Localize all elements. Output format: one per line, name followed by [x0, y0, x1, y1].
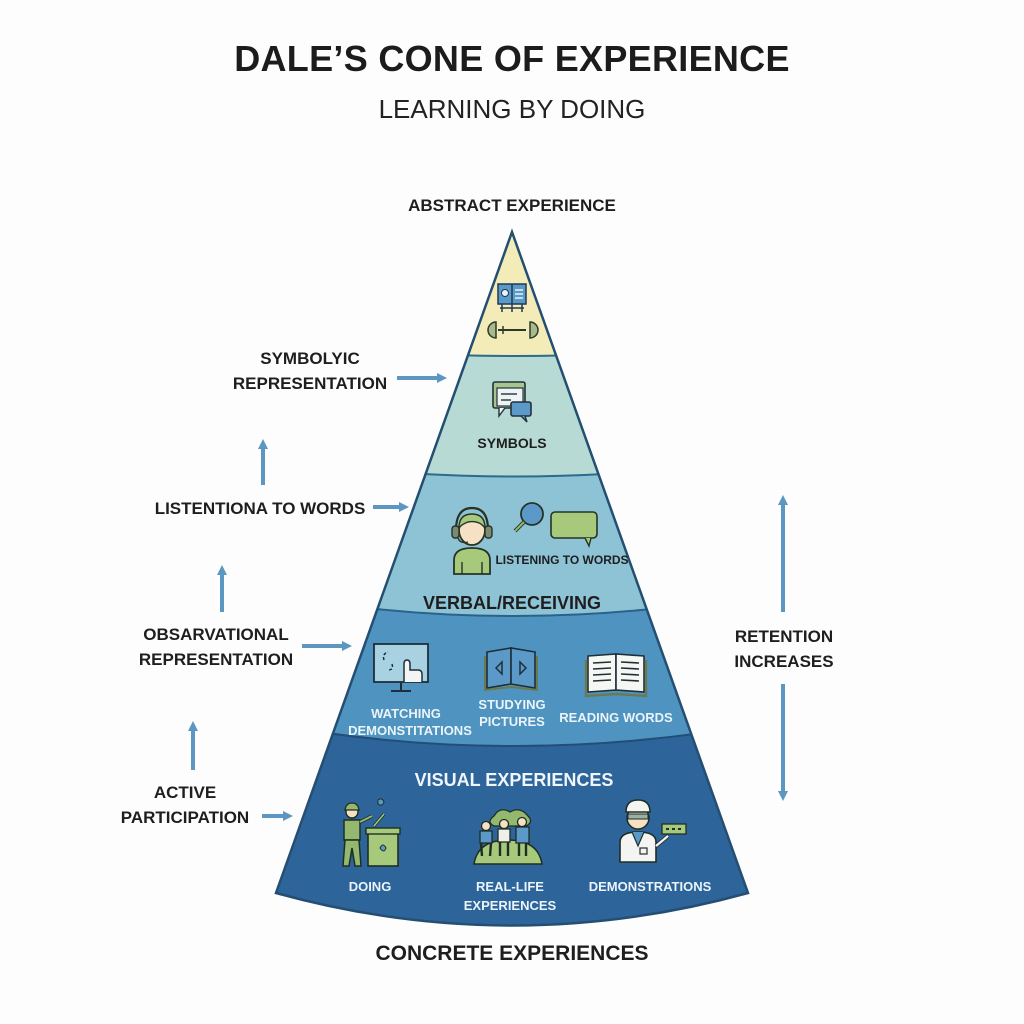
- scientist-icon: [619, 799, 687, 863]
- label-line: SYMBOLYIC: [260, 349, 360, 368]
- label-line: INCREASES: [734, 652, 834, 671]
- studying-pictures-label-2: PICTURES: [479, 714, 545, 729]
- connector-icon: [487, 321, 539, 339]
- worker-recycling-icon: [342, 798, 401, 867]
- verbal-receiving-heading: VERBAL/RECEIVING: [423, 593, 601, 613]
- concrete-experiences-label: CONCRETE EXPERIENCES: [375, 942, 649, 965]
- magnifier-icon: [513, 502, 544, 533]
- retention-increases-label: RETENTION INCREASES: [714, 624, 854, 674]
- symbolic-representation-label: SYMBOLYIC REPRESENTATION: [210, 346, 410, 396]
- group-outdoors-icon: [473, 809, 543, 865]
- chat-window-icon: [492, 381, 532, 423]
- cone-outline: [274, 228, 750, 927]
- visual-experiences-heading: VISUAL EXPERIENCES: [415, 770, 614, 790]
- page-title: DALE’S CONE OF EXPERIENCE: [234, 38, 790, 79]
- label-line: LISTENTIONA TO WORDS: [154, 499, 366, 518]
- headset-person-icon: [451, 506, 493, 575]
- demonstrations-label: DEMONSTRATIONS: [589, 879, 712, 894]
- label-line: OBSARVATIONAL: [143, 625, 289, 644]
- label-line: RETENTION: [734, 627, 834, 646]
- abstract-experience-label: ABSTRACT EXPERIENCE: [408, 196, 616, 215]
- listening-to-words-item-label: LISTENING TO WORDS: [495, 553, 628, 567]
- label-line: PARTICIPATION: [120, 808, 250, 827]
- monitor-touch-icon: [373, 643, 429, 692]
- label-line: ACTIVE: [153, 783, 217, 802]
- label-line: REPRESENTATION: [138, 650, 294, 669]
- arrows: [188, 373, 788, 821]
- book-stand-icon: [497, 283, 527, 312]
- doing-label: DOING: [349, 879, 392, 894]
- listening-to-words-label: LISTENTIONA TO WORDS: [140, 496, 380, 521]
- watching-demonstrations-label-1: WATCHING: [371, 706, 441, 721]
- speech-bubble-icon: [550, 511, 598, 549]
- watching-demonstrations-label-2: DEMONSTITATIONS: [348, 723, 472, 738]
- reading-words-label: READING WORDS: [559, 710, 673, 725]
- active-participation-label: ACTIVE PARTICIPATION: [100, 780, 270, 830]
- picture-book-icon: [484, 647, 538, 692]
- symbols-label: SYMBOLS: [477, 435, 546, 451]
- label-line: REPRESENTATION: [232, 374, 388, 393]
- band-abstract: [276, 232, 748, 356]
- studying-pictures-label-1: STUDYING: [478, 697, 545, 712]
- open-book-icon: [584, 653, 648, 698]
- page-subtitle: LEARNING BY DOING: [378, 94, 646, 124]
- real-life-label-2: EXPERIENCES: [464, 898, 557, 913]
- real-life-label-1: REAL-LIFE: [476, 879, 544, 894]
- observational-representation-label: OBSARVATIONAL REPRESENTATION: [116, 622, 316, 672]
